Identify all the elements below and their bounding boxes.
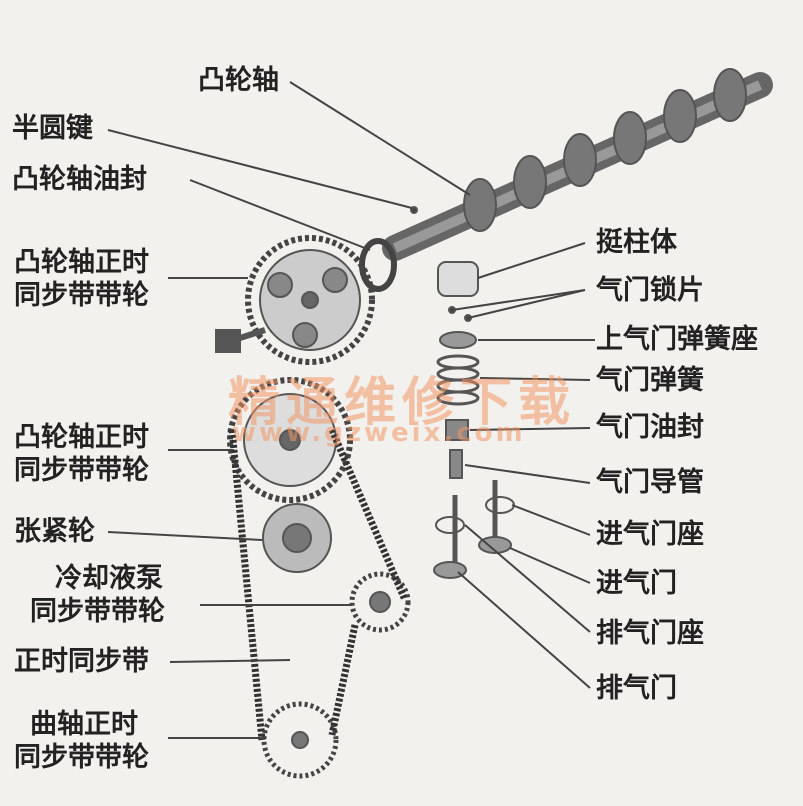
woodruff-key-part bbox=[410, 206, 418, 214]
cam-pulley-upper-part bbox=[245, 235, 375, 365]
label-crank-pulley-line1: 曲轴正时 bbox=[30, 709, 138, 740]
label-woodruff-key: 半圆键 bbox=[12, 113, 93, 144]
label-cam-pulley-1-line1: 凸轮轴正时 bbox=[14, 247, 149, 278]
label-cam-pulley-1-line2: 同步带带轮 bbox=[14, 280, 149, 311]
crank-pulley-part bbox=[261, 701, 339, 779]
label-valve-spring: 气门弹簧 bbox=[596, 365, 704, 396]
label-camshaft-oil-seal: 凸轮轴油封 bbox=[12, 164, 147, 195]
label-camshaft: 凸轮轴 bbox=[198, 65, 279, 96]
watermark-url: www.gzweix.com bbox=[232, 418, 526, 448]
bolt-part bbox=[215, 327, 266, 353]
valve-train-part bbox=[433, 261, 515, 579]
tensioner-part bbox=[262, 503, 332, 573]
label-tensioner: 张紧轮 bbox=[14, 516, 95, 547]
label-cam-pulley-2-line2: 同步带带轮 bbox=[14, 455, 149, 486]
label-coolant-pump-line2: 同步带带轮 bbox=[30, 596, 165, 627]
label-timing-belt: 正时同步带 bbox=[14, 646, 149, 677]
camshaft-part bbox=[382, 68, 773, 261]
label-tappet: 挺柱体 bbox=[596, 227, 677, 258]
label-crank-pulley-line2: 同步带带轮 bbox=[14, 742, 149, 773]
label-exhaust-valve-seat: 排气门座 bbox=[596, 618, 704, 649]
label-valve-oil-seal: 气门油封 bbox=[596, 412, 704, 443]
label-exhaust-valve: 排气门 bbox=[596, 673, 677, 704]
leader-lines bbox=[107, 81, 595, 739]
timing-belt-part bbox=[228, 428, 409, 741]
label-cam-pulley-2-line1: 凸轮轴正时 bbox=[14, 422, 149, 453]
label-intake-valve-seat: 进气门座 bbox=[596, 519, 704, 550]
label-upper-spring-seat: 上气门弹簧座 bbox=[596, 324, 758, 355]
label-valve-guide: 气门导管 bbox=[596, 467, 704, 498]
label-valve-collet: 气门锁片 bbox=[596, 275, 704, 306]
watermark-title: 精通维修下载 bbox=[228, 373, 577, 433]
label-coolant-pump-line1: 冷却液泵 bbox=[55, 563, 163, 594]
label-intake-valve: 进气门 bbox=[596, 568, 677, 599]
coolant-pump-pulley-part bbox=[349, 571, 411, 633]
